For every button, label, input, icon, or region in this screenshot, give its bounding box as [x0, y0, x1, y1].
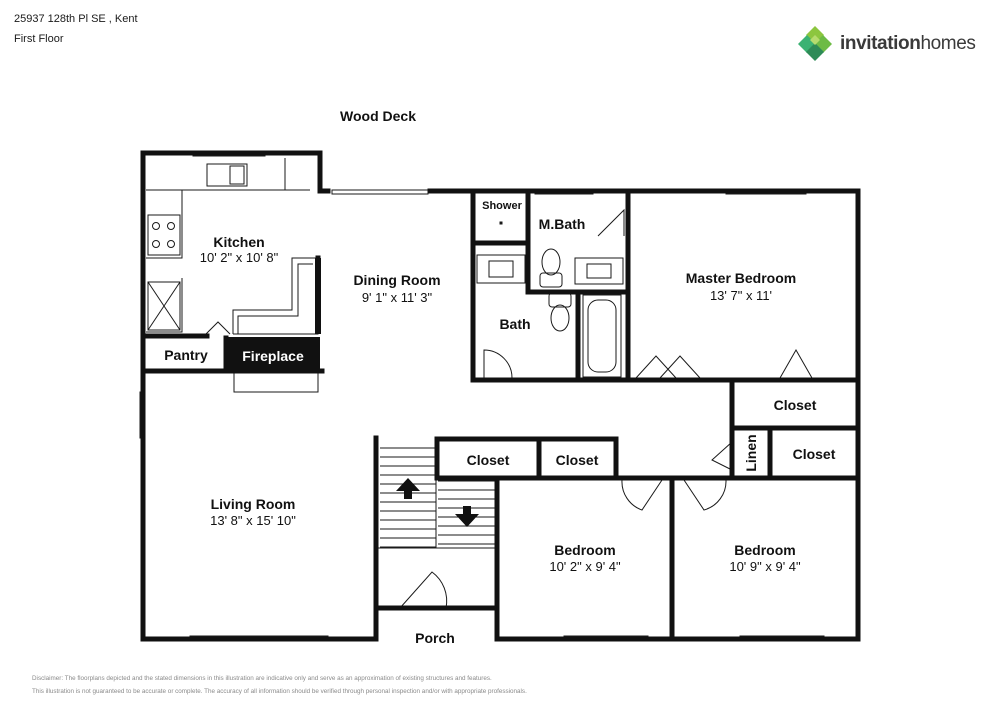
label-bedroom-left: Bedroom: [554, 542, 615, 558]
label-pantry: Pantry: [164, 347, 208, 363]
dims-kitchen: 10' 2" x 10' 8": [200, 250, 279, 265]
vanity-mbath: [574, 257, 624, 285]
walls: [140, 150, 861, 642]
diamond-cluster-icon: [798, 26, 832, 61]
fixtures: [146, 158, 813, 609]
dims-master-bedroom: 13' 7" x 11': [710, 288, 772, 303]
fireplace-block: [228, 337, 320, 373]
stair-arrows: [396, 478, 479, 527]
dims-living-room: 13' 8" x 15' 10": [210, 513, 296, 528]
label-closet-left: Closet: [467, 452, 510, 468]
vanity-bath: [476, 254, 526, 284]
label-master-bedroom: Master Bedroom: [686, 270, 796, 286]
label-bedroom-right: Bedroom: [734, 542, 795, 558]
label-porch: Porch: [415, 630, 455, 646]
dims-bedroom-left: 10' 2" x 9' 4": [549, 559, 621, 574]
floor-label: First Floor: [14, 33, 64, 45]
dims-bedroom-right: 10' 9" x 9' 4": [729, 559, 801, 574]
dims-dining-room: 9' 1" x 11' 3": [362, 290, 433, 305]
label-living-room: Living Room: [211, 496, 296, 512]
label-bath: Bath: [499, 316, 530, 332]
brand-name: invitationhomes: [840, 33, 976, 54]
property-address: 25937 128th Pl SE , Kent: [14, 13, 138, 25]
disclaimer-line-1: Disclaimer: The floorplans depicted and …: [32, 675, 492, 682]
up-arrow-icon: [396, 478, 420, 499]
down-arrow-icon: [455, 506, 479, 527]
label-kitchen: Kitchen: [213, 234, 264, 250]
label-master-bath: M.Bath: [539, 216, 586, 232]
bathtub: [582, 294, 622, 378]
disclaimer-line-2: This illustration is not guaranteed to b…: [32, 688, 527, 695]
label-fireplace: Fireplace: [242, 348, 304, 364]
label-linen: Linen: [743, 434, 759, 471]
toilet-bath: [550, 304, 570, 332]
kitchen-sink: [206, 163, 248, 187]
toilet-mbath: [541, 248, 561, 276]
label-closet-middle: Closet: [556, 452, 599, 468]
label-dining-room: Dining Room: [353, 272, 440, 288]
label-closet-upper: Closet: [774, 397, 817, 413]
label-closet-lower: Closet: [793, 446, 836, 462]
label-wood-deck: Wood Deck: [340, 108, 416, 124]
refrigerator: [147, 281, 181, 331]
brand-logo: invitationhomes: [798, 26, 983, 62]
stove: [147, 214, 181, 256]
windows: [139, 150, 825, 642]
label-shower: Shower: [482, 200, 522, 212]
